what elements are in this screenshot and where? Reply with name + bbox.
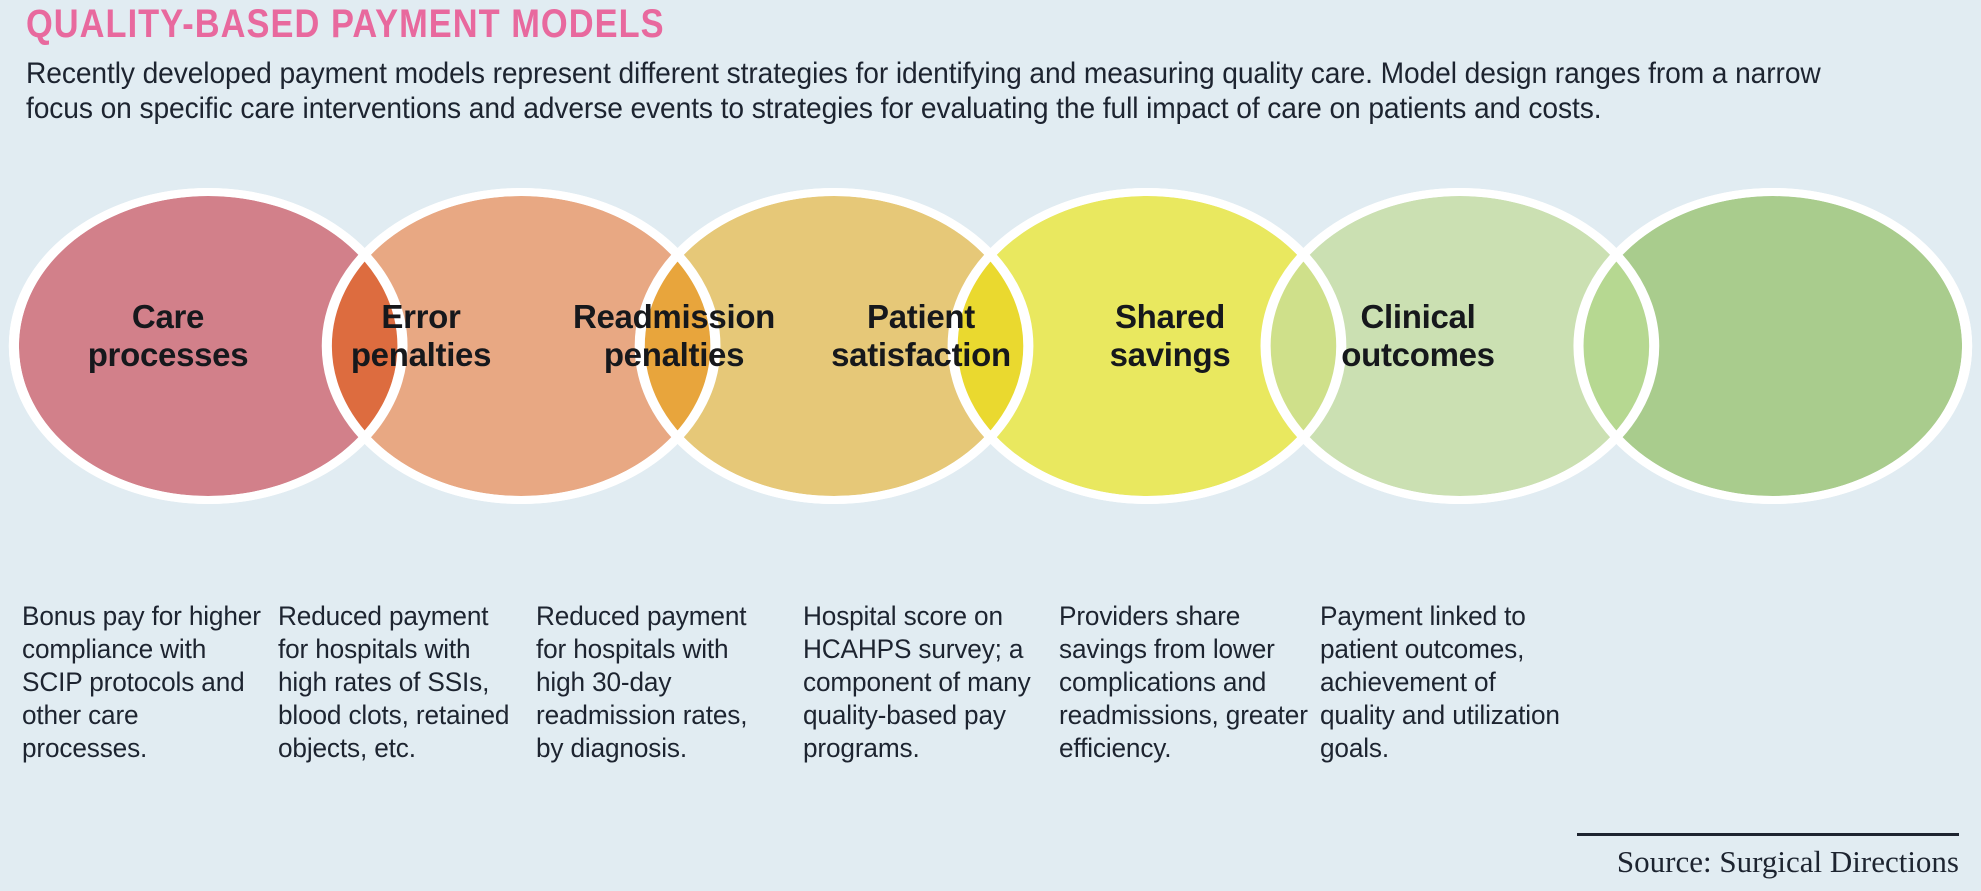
caption-clinical-outcomes: Payment linked to patient outcomes, achi… xyxy=(1320,601,1560,763)
source-divider xyxy=(1577,833,1959,836)
venn-circle-error-penalties[interactable] xyxy=(331,196,711,496)
source-text: Source: Surgical Directions xyxy=(1616,844,1959,879)
venn-circle-patient-satisfaction[interactable] xyxy=(957,196,1337,496)
caption-row: Bonus pay for higher compliance with SCI… xyxy=(0,600,1981,820)
caption-care-processes: Bonus pay for higher compliance with SCI… xyxy=(22,601,261,763)
caption-shared-savings: Providers share savings from lower compl… xyxy=(1059,601,1308,763)
circle-outlines xyxy=(8,188,1973,504)
caption-patient-satisfaction: Hospital score on HCAHPS survey; a compo… xyxy=(803,601,1031,763)
caption-readmission-penalties: Reduced payment for hospitals with high … xyxy=(536,601,748,763)
source-attribution: Source: Surgical Directions xyxy=(1577,833,1959,879)
page-title: QUALITY-BASED PAYMENT MODELS xyxy=(26,2,665,46)
caption-error-penalties: Reduced payment for hospitals with high … xyxy=(278,601,510,763)
venn-circle-clinical-outcomes[interactable] xyxy=(1583,196,1963,496)
intro-paragraph: Recently developed payment models repres… xyxy=(26,57,1821,125)
venn-circle-shared-savings[interactable] xyxy=(1270,196,1650,496)
venn-diagram-svg xyxy=(8,188,1973,504)
venn-circle-readmission-penalties[interactable] xyxy=(644,196,1024,496)
venn-circle-care-processes[interactable] xyxy=(18,196,398,496)
